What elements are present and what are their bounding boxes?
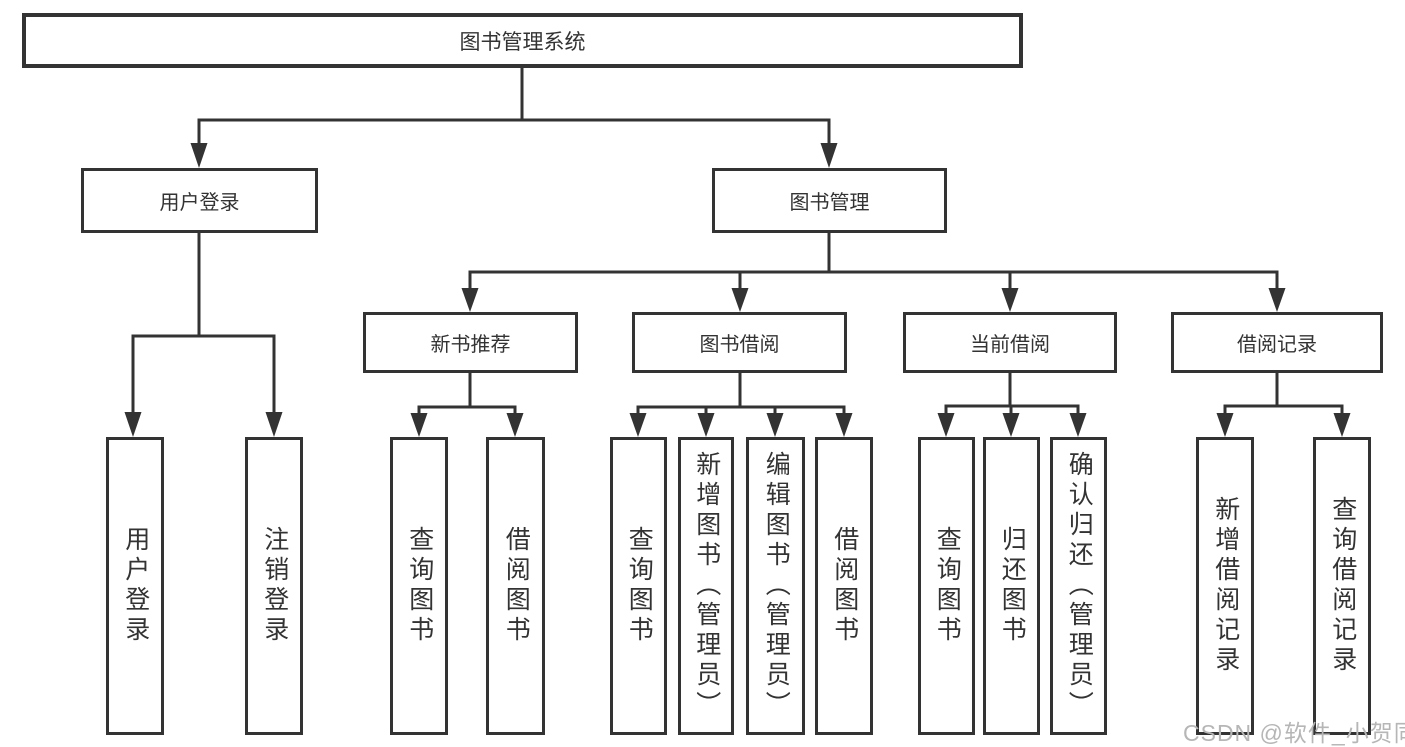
leaf-add-books-admin: 新增图书（管理员）	[678, 437, 734, 735]
leaf-query-books: 查询图书	[918, 437, 975, 735]
node-borrowing-records: 借阅记录	[1171, 312, 1383, 373]
node-new-book-recommendation: 新书推荐	[363, 312, 578, 373]
node-label: 用户登录	[159, 192, 240, 214]
node-label: 查询图书	[405, 526, 434, 646]
connector-borrow-branch	[636, 373, 846, 417]
node-book-borrowing: 图书借阅	[632, 312, 847, 373]
arrowheads-login-branch	[124, 412, 283, 437]
node-user-login: 用户登录	[81, 168, 318, 233]
arrowheads-mgmt-branch	[461, 288, 1286, 312]
node-label: 新书推荐	[430, 334, 511, 356]
arrowheads-root-branch	[190, 143, 838, 168]
connector-current-branch	[944, 373, 1080, 417]
csdn-watermark: CSDN @软件_小贺同学	[1183, 720, 1405, 746]
arrowheads-records-branch	[1216, 413, 1351, 437]
leaf-query-books: 查询图书	[390, 437, 448, 735]
leaf-query-borrow-record: 查询借阅记录	[1313, 437, 1371, 735]
node-label: 查询借阅记录	[1328, 496, 1357, 676]
connector-mgmt-branch	[468, 233, 1279, 292]
node-current-borrowing: 当前借阅	[903, 312, 1117, 373]
leaf-logout: 注销登录	[245, 437, 303, 735]
node-label: 用户登录	[121, 526, 150, 646]
node-book-management: 图书管理	[712, 168, 947, 233]
leaf-return-books: 归还图书	[983, 437, 1040, 735]
leaf-query-books: 查询图书	[610, 437, 667, 735]
node-label: 归还图书	[998, 526, 1027, 646]
leaf-borrow-books: 借阅图书	[815, 437, 873, 735]
node-label: 确认归还（管理员）	[1065, 451, 1094, 721]
leaf-edit-books-admin: 编辑图书（管理员）	[746, 437, 805, 735]
node-label: 注销登录	[260, 526, 289, 646]
node-label: 借阅图书	[830, 526, 859, 646]
node-label: 查询图书	[625, 526, 654, 646]
leaf-confirm-return-admin: 确认归还（管理员）	[1050, 437, 1107, 735]
leaf-user-login: 用户登录	[106, 437, 164, 735]
node-label: 借阅图书	[502, 526, 531, 646]
arrowheads-rec-branch	[410, 413, 524, 437]
arrowheads-current-branch	[937, 413, 1087, 437]
leaf-add-borrow-record: 新增借阅记录	[1196, 437, 1254, 735]
connector-records-branch	[1223, 373, 1344, 417]
node-label: 借阅记录	[1237, 334, 1317, 356]
node-label: 新增借阅记录	[1211, 496, 1240, 676]
node-label: 编辑图书（管理员）	[762, 451, 791, 721]
node-label: 查询图书	[933, 526, 962, 646]
connector-rec-branch	[417, 373, 517, 417]
node-label: 当前借阅	[970, 334, 1050, 356]
leaf-borrow-books: 借阅图书	[486, 437, 545, 735]
node-label: 图书借阅	[699, 334, 780, 356]
node-label: 图书管理系统	[459, 30, 586, 54]
node-library-management-system: 图书管理系统	[22, 13, 1023, 68]
connector-root-branch	[197, 68, 831, 152]
arrowheads-borrow-branch	[629, 413, 853, 437]
connector-login-branch	[131, 233, 276, 415]
node-label: 新增图书（管理员）	[692, 451, 721, 721]
node-label: 图书管理	[789, 192, 870, 214]
